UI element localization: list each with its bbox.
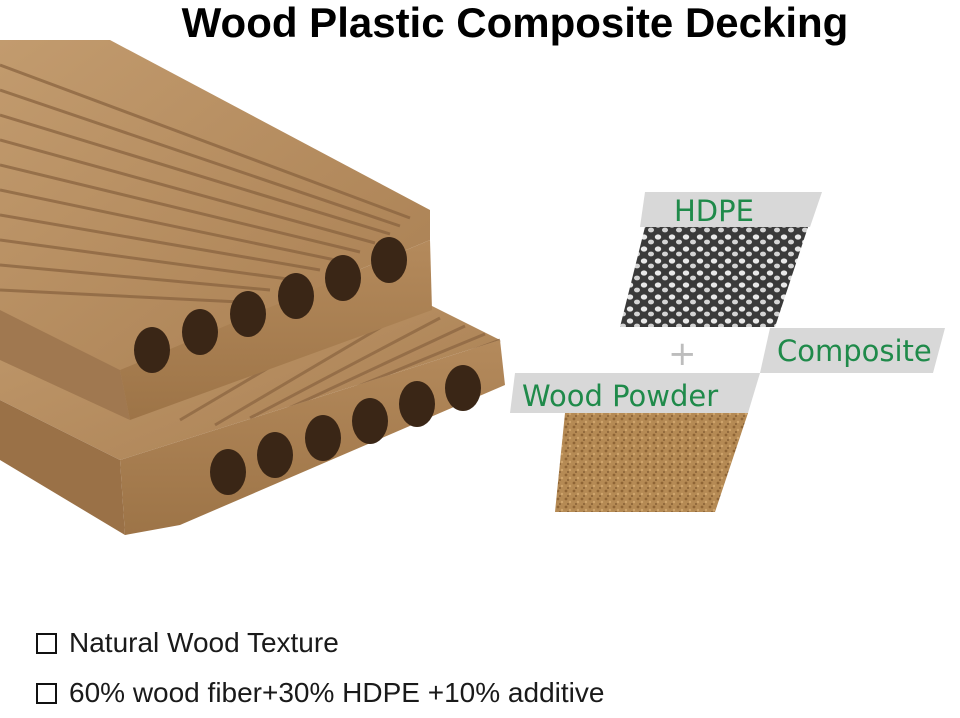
feature-label: Natural Wood Texture [69, 627, 339, 658]
plus-sign: + [668, 334, 697, 374]
composite-label: Composite [777, 334, 932, 368]
wpc-decking-boards-image [0, 40, 505, 535]
wood-powder-image [555, 413, 748, 512]
feature-list: Natural Wood Texture 60% wood fiber+30% … [36, 618, 604, 718]
feature-label: 60% wood fiber+30% HDPE +10% additive [69, 677, 605, 708]
composite-materials-diagram: HDPE + Composite Wood Powder [510, 192, 945, 512]
composite-label-banner [760, 328, 945, 373]
upper-board [0, 40, 432, 420]
wood-powder-label: Wood Powder [522, 379, 718, 413]
checkbox-icon [36, 632, 57, 654]
wood-powder-label-banner [510, 373, 760, 413]
feature-item-composition: 60% wood fiber+30% HDPE +10% additive [36, 668, 604, 718]
checkbox-icon [36, 682, 57, 704]
hdpe-label: HDPE [674, 194, 754, 228]
feature-item-natural-texture: Natural Wood Texture [36, 618, 604, 668]
page-title: Wood Plastic Composite Decking [181, 0, 849, 46]
hdpe-label-banner [640, 192, 822, 227]
hdpe-pellets-image [620, 227, 808, 327]
upper-board-hollow-holes [134, 237, 407, 373]
lower-board-hollow-holes [210, 365, 481, 495]
